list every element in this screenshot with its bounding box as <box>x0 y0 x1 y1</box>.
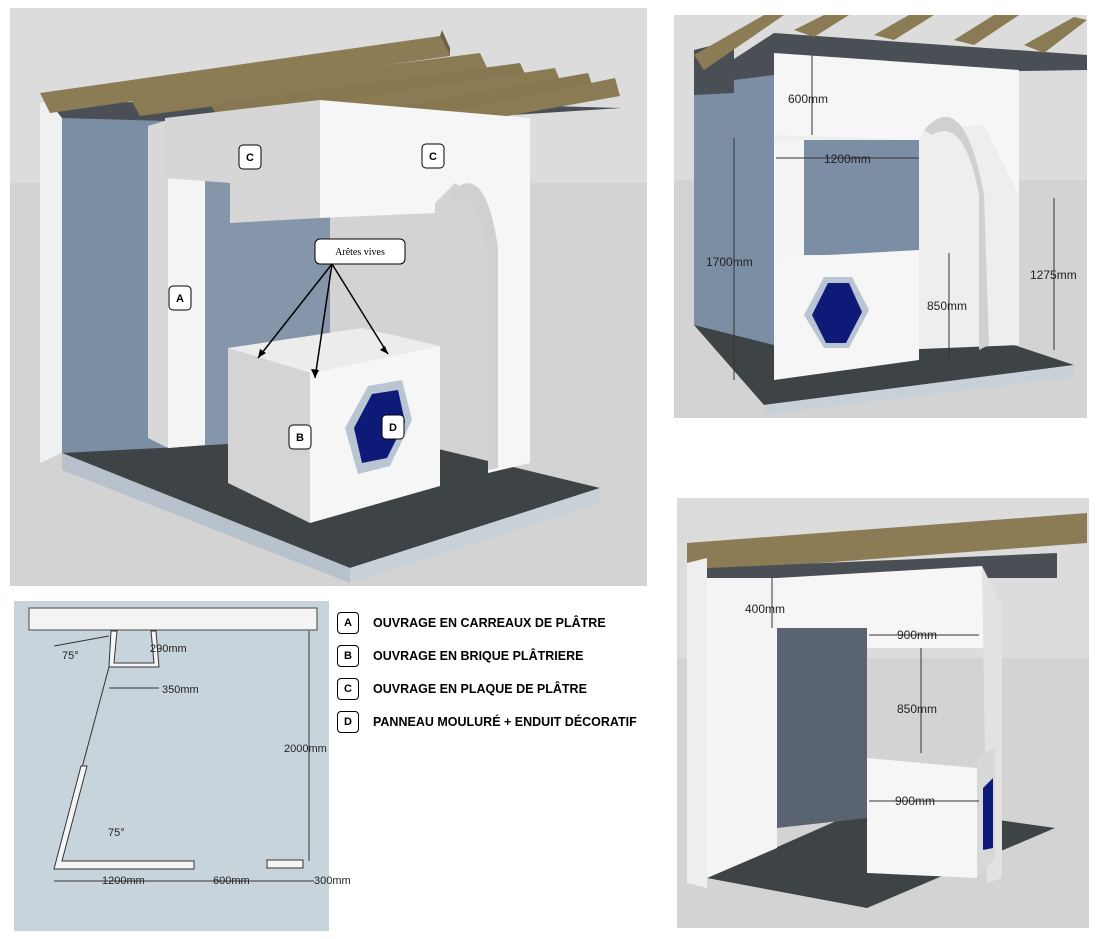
callout-sharp-edges: Arêtes vives <box>257 238 406 379</box>
dim-2000mm: 2000mm <box>284 743 327 755</box>
legend-item-c: C OUVRAGE EN PLAQUE DE PLÂTRE <box>337 672 677 705</box>
legend-key: A <box>337 611 359 634</box>
tag-d: D <box>381 414 405 440</box>
svg-text:D: D <box>389 422 397 434</box>
legend-item-a: A OUVRAGE EN CARREAUX DE PLÂTRE <box>337 606 677 639</box>
dim-850mm: 850mm <box>927 299 967 313</box>
legend-text: OUVRAGE EN BRIQUE PLÂTRIERE <box>373 648 584 663</box>
dim-300mm: 300mm <box>314 875 351 887</box>
dim-290mm: 290mm <box>150 643 187 655</box>
svg-text:C: C <box>429 151 437 163</box>
top-right-view: 600mm 1200mm 1700mm 1275mm 850mm <box>674 15 1087 418</box>
svg-text:A: A <box>176 293 184 305</box>
dim-350mm: 350mm <box>162 684 199 696</box>
tag-b: B <box>288 424 312 450</box>
svg-text:Arêtes vives: Arêtes vives <box>335 247 385 258</box>
dim-850mm: 850mm <box>897 702 937 716</box>
dim-1200mm: 1200mm <box>824 152 871 166</box>
legend-text: OUVRAGE EN CARREAUX DE PLÂTRE <box>373 615 606 630</box>
plan-view: 75° 290mm 350mm 2000mm 75° 1200mm 600mm … <box>14 601 351 931</box>
legend-item-b: B OUVRAGE EN BRIQUE PLÂTRIERE <box>337 639 677 672</box>
bottom-right-view: 400mm 900mm 850mm 900mm <box>677 498 1089 928</box>
legend-key: D <box>337 710 359 733</box>
legend-key: B <box>337 644 359 667</box>
dim-600mm: 600mm <box>213 875 250 887</box>
dim-1700mm: 1700mm <box>706 255 753 269</box>
tag-c-left: C <box>238 144 262 170</box>
dim-75deg-bottom: 75° <box>108 827 125 839</box>
dim-1200mm: 1200mm <box>102 875 145 887</box>
legend: A OUVRAGE EN CARREAUX DE PLÂTRE B OUVRAG… <box>337 606 677 738</box>
dim-900mm-top: 900mm <box>897 628 937 642</box>
svg-text:C: C <box>246 152 254 164</box>
dim-1275mm: 1275mm <box>1030 268 1077 282</box>
tag-a: A <box>168 285 192 311</box>
dim-75deg-top: 75° <box>62 650 79 662</box>
legend-item-d: D PANNEAU MOULURÉ + ENDUIT DÉCORATIF <box>337 705 677 738</box>
legend-text: PANNEAU MOULURÉ + ENDUIT DÉCORATIF <box>373 714 637 729</box>
dim-400mm: 400mm <box>745 602 785 616</box>
svg-text:B: B <box>296 432 304 444</box>
legend-text: OUVRAGE EN PLAQUE DE PLÂTRE <box>373 681 587 696</box>
main-3d-view: C C A B D Arêtes vives <box>10 8 647 586</box>
dim-600mm: 600mm <box>788 92 828 106</box>
legend-key: C <box>337 677 359 700</box>
tag-c-right: C <box>421 143 445 169</box>
dim-900mm-bottom: 900mm <box>895 794 935 808</box>
